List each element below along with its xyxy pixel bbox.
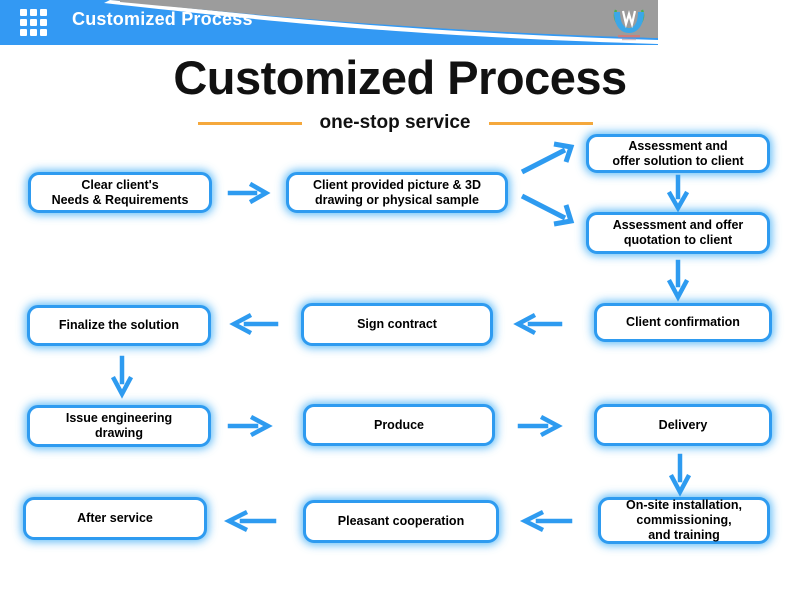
arrow-cooperation-to-after xyxy=(222,509,278,533)
arrow-quotation-to-confirmation xyxy=(665,259,691,302)
arrow-onsite-to-cooperation xyxy=(518,509,574,533)
arrow-delivery-to-onsite xyxy=(666,453,694,497)
arrow-drawing-to-produce xyxy=(227,414,276,438)
arrow-needs-to-provided xyxy=(227,181,272,205)
flow-node-after-service[interactable]: After service xyxy=(23,497,207,540)
grid-apps-icon[interactable] xyxy=(20,9,48,36)
arrow-confirmation-to-contract xyxy=(512,312,564,336)
header-bar: Customized Process xyxy=(0,0,658,45)
subtitle-text: one-stop service xyxy=(319,112,471,133)
flow-node-sign-contract[interactable]: Sign contract xyxy=(301,303,493,346)
arrow-contract-to-finalize xyxy=(228,312,280,336)
arrow-provided-to-solution xyxy=(519,141,581,176)
arrow-provided-to-quotation xyxy=(519,192,581,227)
flow-node-finalize-solution[interactable]: Finalize the solution xyxy=(27,305,211,346)
arrow-produce-to-delivery xyxy=(517,414,566,438)
flow-node-onsite-install[interactable]: On-site installation,commissioning,and t… xyxy=(598,497,770,544)
arrow-finalize-to-drawing xyxy=(108,355,136,399)
arrow-solution-to-quotation xyxy=(665,174,691,213)
subtitle-rule-right xyxy=(488,121,593,125)
flow-node-pleasant-coop[interactable]: Pleasant cooperation xyxy=(303,500,499,543)
subtitle-rule-left xyxy=(197,121,302,125)
company-logo-icon xyxy=(613,9,645,41)
subtitle-row: one-stop service xyxy=(170,112,620,134)
flow-node-client-confirmation[interactable]: Client confirmation xyxy=(594,303,772,342)
page-title: Customized Process xyxy=(173,51,627,104)
flow-node-delivery[interactable]: Delivery xyxy=(594,404,772,446)
header-title: Customized Process xyxy=(72,9,253,29)
header-background-shape xyxy=(0,0,658,45)
flow-node-produce[interactable]: Produce xyxy=(303,404,495,446)
